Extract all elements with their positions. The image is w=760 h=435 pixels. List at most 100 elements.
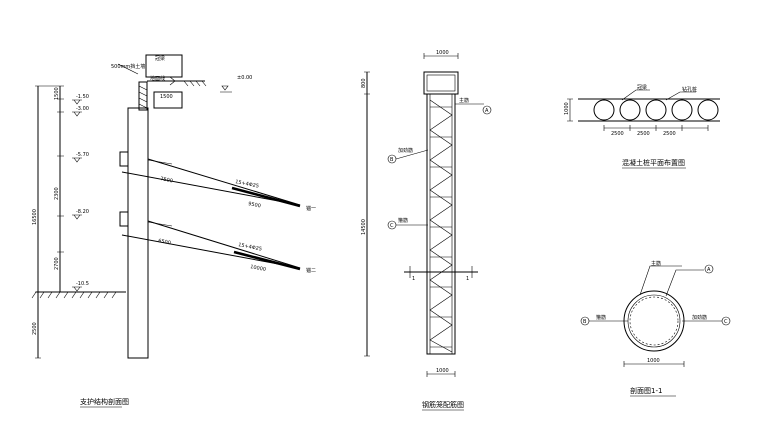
dim-2: 2700 [54, 257, 60, 270]
elev-5: -10.5 [76, 281, 89, 287]
plan-side-dim-text: 1000 [564, 102, 570, 115]
ground-top-hatch [183, 80, 207, 87]
retaining-section: 500mm挡土墙 冠梁 地面线 ±0.00 1500 16500 2300 15… [31, 54, 316, 408]
plan-leader-1 [621, 89, 650, 101]
anchor2-bondlen: 10000 [250, 264, 267, 273]
bottom-dim [426, 371, 456, 377]
section-outer-circle [623, 290, 685, 352]
dim-embed: 2500 [32, 322, 38, 335]
top-dim-text: 1000 [436, 50, 449, 56]
cage-dim-ticks [364, 71, 370, 357]
plan-dim-2: 2500 [637, 131, 650, 137]
cap-beam [153, 91, 183, 109]
callout-c-letter: C [390, 223, 394, 229]
cage-cap [423, 71, 459, 95]
callout-b-text: 加劲筋 [398, 147, 413, 154]
ground-hatch-left [31, 291, 117, 299]
label-zero: ±0.00 [237, 75, 252, 81]
anchor2-spec: 15+4Φ25 [238, 242, 263, 252]
elev-markers [73, 99, 81, 292]
section-callout-c-letter: C [724, 319, 728, 325]
section-mark-right: 1 [466, 276, 469, 282]
label-ground: 地面线 [150, 75, 165, 82]
callout-b-letter: B [390, 157, 394, 163]
cap-beam-box [145, 54, 183, 78]
plan-side-dim [567, 98, 573, 122]
zero-level-mark [220, 85, 232, 93]
anchor2-stub [147, 221, 173, 227]
callout-a-letter: A [485, 108, 489, 114]
anchor1-stub [147, 159, 173, 165]
elev-2: -3.00 [76, 106, 89, 112]
main-bars [429, 94, 453, 354]
anchor2-tag: 锚二 [306, 267, 316, 274]
bottom-dim-text: 1000 [436, 368, 449, 374]
callout-b-leader [395, 149, 429, 160]
section-top-label: 主筋 [651, 260, 661, 267]
plan-title: 混凝土桩平面布置图 [622, 158, 685, 167]
plan-label-pile: 钻孔桩 [682, 86, 697, 93]
left-title: 支护结构剖面图 [80, 397, 129, 406]
section-callout-a-letter: A [707, 267, 711, 273]
anchor2-upper [147, 220, 301, 269]
section-bottom-dim-text: 1000 [647, 358, 660, 364]
elev-lines [72, 99, 82, 288]
anchor2-len: 6500 [158, 238, 172, 246]
plan-dim-1: 2500 [611, 131, 624, 137]
section-1-1: 主筋 A B 箍筋 C 加劲筋 1000 剖面图1-1 [580, 260, 731, 397]
elev-4: -8.20 [76, 209, 89, 215]
top-wall-hatch [138, 85, 148, 109]
callout-a-text: 主筋 [459, 97, 469, 104]
dim-mid: 2300 [54, 187, 60, 200]
anchor1-tag: 锚一 [306, 205, 316, 212]
pile-4 [671, 99, 693, 121]
section-title: 剖面图1-1 [630, 386, 662, 395]
cage-dim-total: 14500 [361, 219, 367, 235]
section-callout-b [580, 316, 590, 326]
cage-body [426, 93, 456, 355]
cage-cap-inner [426, 74, 456, 92]
section-left-label: 箍筋 [596, 314, 606, 321]
section-cut-ticks [409, 266, 473, 278]
anchor1-plate [119, 151, 129, 167]
label-wall: 500mm挡土墙 [111, 63, 145, 70]
anchor1-bond [231, 186, 301, 208]
cage-dim-cap: 800 [361, 78, 367, 88]
spiral-hoops [429, 99, 453, 353]
pile-5 [697, 99, 719, 121]
section-mark-left: 1 [412, 276, 415, 282]
pile-plan: 1000 冠梁 钻孔桩 2500 2500 2500 混凝土桩平面布置图 [564, 84, 720, 169]
plan-spacing-dim [603, 125, 709, 131]
section-right-label: 加劲筋 [692, 314, 707, 321]
leader-wall [117, 63, 139, 75]
plan-leader-2 [665, 91, 696, 101]
section-top-leaders [639, 265, 704, 297]
label-beam-size: 1500 [160, 94, 173, 100]
anchor1-len: 7500 [160, 176, 174, 184]
plan-label-beam: 冠梁 [637, 84, 647, 91]
pile-2 [619, 99, 641, 121]
pile-3 [645, 99, 667, 121]
dim-1: 1500 [54, 87, 60, 100]
section-bottom-dim [623, 361, 685, 367]
section-main-bars [629, 296, 679, 346]
plan-dim-3: 2500 [663, 131, 676, 137]
dim-ticks [35, 85, 64, 359]
dim-total: 16500 [32, 209, 38, 225]
anchor1-lower [121, 171, 301, 206]
callout-a-circle [482, 105, 492, 115]
stiffener-rings [430, 106, 452, 348]
top-dim [423, 53, 459, 59]
anchor2-bond [233, 250, 301, 271]
anchor1-upper [147, 158, 301, 206]
top-arrow [150, 76, 176, 86]
section-callout-b-letter: B [583, 319, 587, 325]
elev-1: -1.50 [76, 94, 89, 100]
section-callout-c [721, 316, 731, 326]
callout-c-text: 箍筋 [398, 217, 408, 224]
middle-title: 钢筋笼配筋图 [422, 400, 464, 409]
beam-edges [578, 98, 720, 122]
pile-1 [593, 99, 615, 121]
